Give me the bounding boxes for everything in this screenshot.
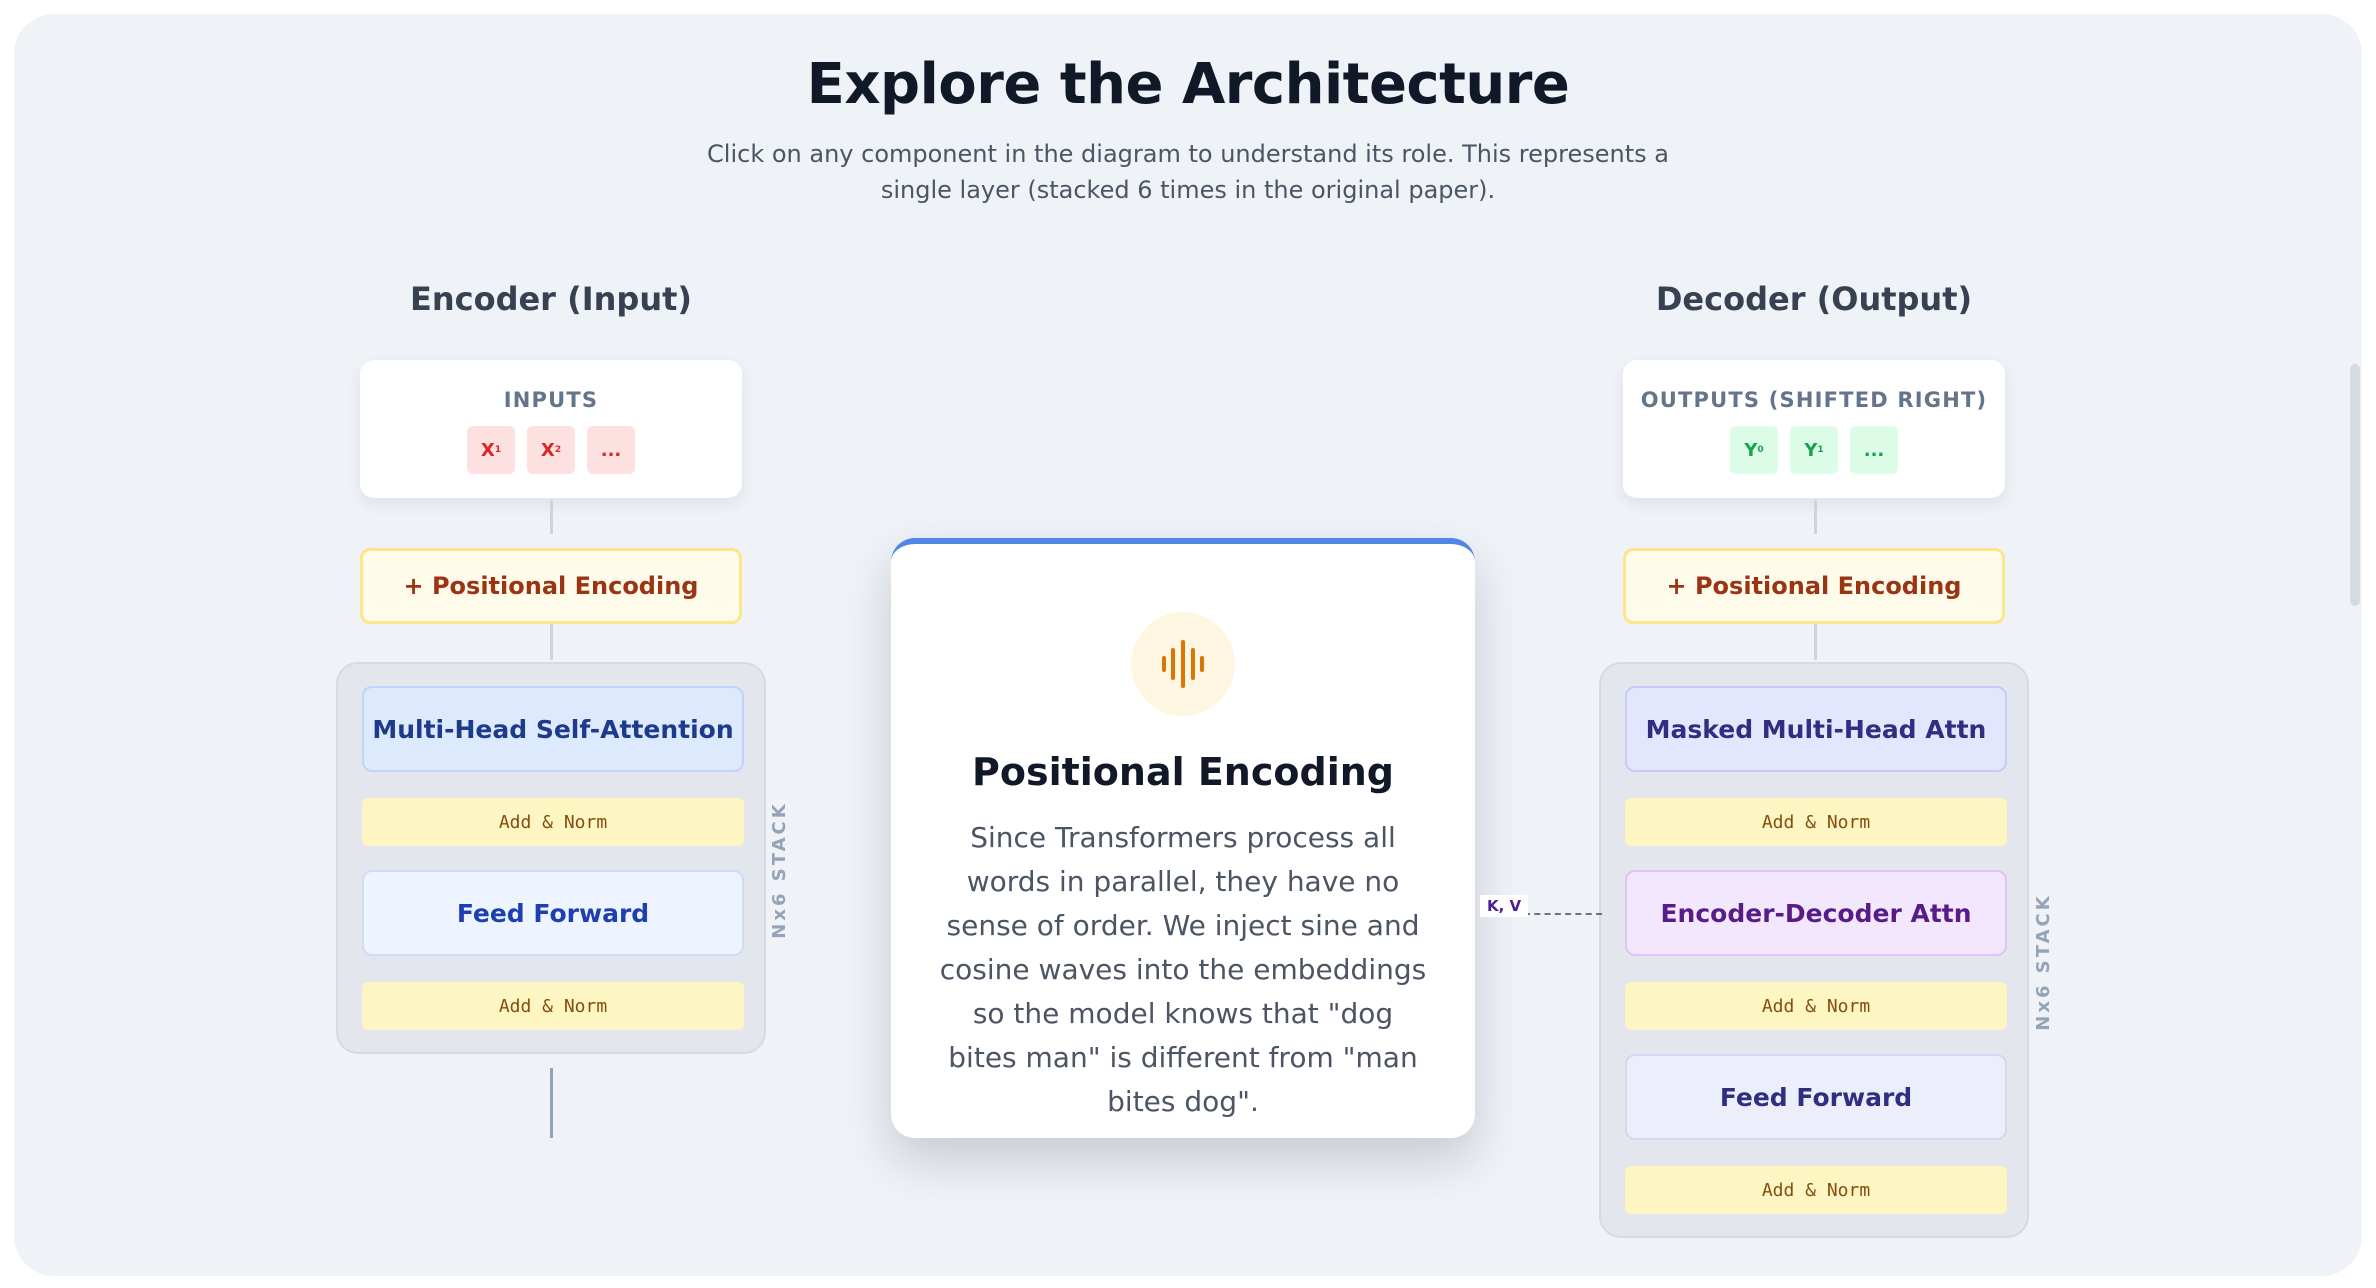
decoder-stack-label: Nx6 STACK [2033,893,2054,1031]
encoder-inputs-label: INPUTS [503,388,599,412]
decoder-masked-attention-block[interactable]: Masked Multi-Head Attn [1625,686,2007,772]
decoder-add-norm-block[interactable]: Add & Norm [1625,1166,2007,1214]
info-card-title: Positional Encoding [972,750,1394,794]
page-title: Explore the Architecture [806,52,1570,117]
encoder-connector-line [550,500,553,534]
waveform-icon-glyph [1162,640,1204,688]
kv-connector-line [1524,913,1602,915]
decoder-title: Decoder (Output) [1655,280,1973,318]
decoder-positional-encoding[interactable]: + Positional Encoding [1623,548,2005,624]
decoder-stack: Masked Multi-Head Attn Add & Norm Encode… [1599,662,2029,1238]
encoder-add-norm-block[interactable]: Add & Norm [362,798,744,846]
encoder-connector-line [550,624,553,660]
encoder-add-norm-block[interactable]: Add & Norm [362,982,744,1030]
decoder-feed-forward-block[interactable]: Feed Forward [1625,1054,2007,1140]
scrollbar-thumb[interactable] [2350,364,2360,606]
decoder-add-norm-block[interactable]: Add & Norm [1625,798,2007,846]
kv-connector-label: K, V [1480,895,1529,917]
waveform-icon [1131,612,1235,716]
decoder-cross-attention-block[interactable]: Encoder-Decoder Attn [1625,870,2007,956]
encoder-output-line [550,1068,553,1138]
decoder-outputs-label: OUTPUTS (SHIFTED RIGHT) [1640,388,1988,412]
encoder-feed-forward-block[interactable]: Feed Forward [362,870,744,956]
encoder-title: Encoder (Input) [409,280,693,318]
component-info-card: Positional Encoding Since Transformers p… [891,538,1475,1138]
decoder-add-norm-block[interactable]: Add & Norm [1625,982,2007,1030]
page-subtitle: Click on any component in the diagram to… [707,140,1669,204]
encoder-token: ... [587,426,635,474]
encoder-self-attention-block[interactable]: Multi-Head Self-Attention [362,686,744,772]
decoder-connector-line [1814,500,1817,534]
info-card-description: Since Transformers process all words in … [939,821,1427,1118]
encoder-stack-label: Nx6 STACK [769,801,790,939]
decoder-connector-line [1814,624,1817,660]
encoder-positional-encoding[interactable]: + Positional Encoding [360,548,742,624]
decoder-token: ... [1850,426,1898,474]
encoder-stack: Multi-Head Self-Attention Add & Norm Fee… [336,662,766,1054]
